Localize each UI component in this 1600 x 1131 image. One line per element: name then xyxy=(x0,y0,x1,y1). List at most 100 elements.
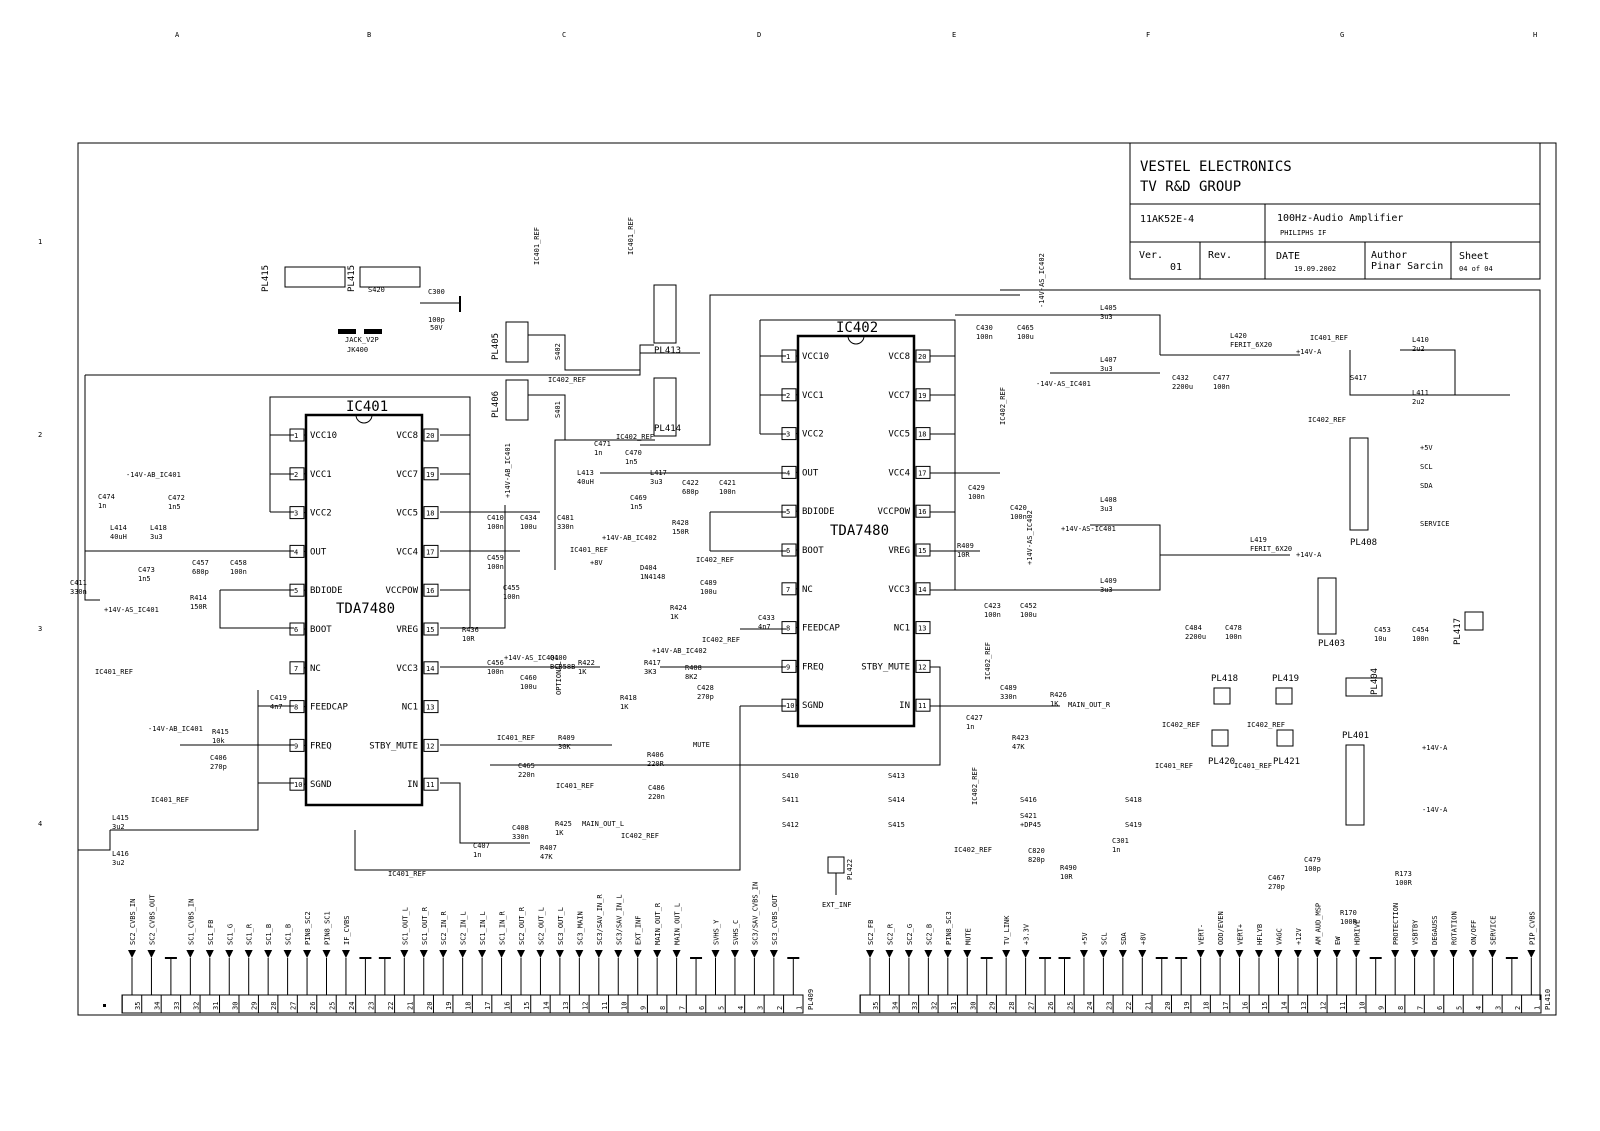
pl410-pins-sig-23: SCL xyxy=(1100,932,1108,945)
part-value-l419: FERIT_6X20 xyxy=(1250,545,1292,553)
part-value-c454: 100n xyxy=(1412,635,1429,643)
pl410-pins-port-32 xyxy=(924,950,933,958)
col-marker-e: E xyxy=(952,31,956,39)
ic401-pin-name-7: NC xyxy=(310,664,321,674)
pl410-pins-num-13: 13 xyxy=(1300,1002,1308,1010)
part-value-c460: 100u xyxy=(520,683,537,691)
pl414-label: PL414 xyxy=(654,424,681,434)
pl409-pins-port-30 xyxy=(225,950,234,958)
date-label: DATE xyxy=(1276,251,1300,262)
part-value-c301: 1n xyxy=(1112,846,1120,854)
part-value-c419: 4n7 xyxy=(270,703,283,711)
s402-label: S402 xyxy=(554,343,562,360)
ic402-pin-num-7: 7 xyxy=(786,586,790,594)
ic402-ref: IC402 xyxy=(836,320,878,336)
net-p14-as-402: +14V-AS_IC402 xyxy=(1026,510,1034,565)
pl404-label: PL404 xyxy=(1370,668,1380,695)
net-m14-as-402: -14V-AS_IC402 xyxy=(1038,253,1046,308)
pl419-label: PL419 xyxy=(1272,674,1299,684)
pl409-pins-port-13 xyxy=(555,950,564,958)
ic402-pin-name-1: VCC10 xyxy=(802,352,829,362)
part-c407: C407 xyxy=(473,842,490,850)
net-p14-ab-401: +14V-AB_IC401 xyxy=(504,443,512,498)
pl410-pins-sig-4: ON/OFF xyxy=(1470,920,1478,945)
part-l409: L409 xyxy=(1100,577,1117,585)
pl409-pins-num-32: 32 xyxy=(192,1002,200,1010)
net-p14-ab-402: +14V-AB_IC402 xyxy=(602,534,657,542)
net-labels: -14V-AB_IC401 -14V-AB_IC401 +14V-AS_IC40… xyxy=(95,217,1348,878)
ic401-pin-14 xyxy=(423,661,439,675)
part-value-l420: FERIT_6X20 xyxy=(1230,341,1272,349)
board-code: 11AK52E-4 xyxy=(1140,214,1194,225)
pl410-pins: 35SC2_FB34SC2_R33SC2_G32SC2_B31PIN8_SC33… xyxy=(859,903,1541,1013)
pl410-pins-num-6: 6 xyxy=(1436,1006,1444,1010)
pl410-pins-sig-17: ODD/EVEN xyxy=(1217,911,1225,945)
ic401-pin-name-13: NC1 xyxy=(402,703,418,713)
pl413-label: PL413 xyxy=(654,346,681,356)
part-c429: C429 xyxy=(968,484,985,492)
right-connectors: PL408 +5V SCL SDA SERVICE PL403 PL404 PL… xyxy=(822,437,1484,909)
sheet-border xyxy=(77,142,1557,1016)
part-c456: C456 xyxy=(487,659,504,667)
ic401-pin-num-16: 16 xyxy=(426,587,434,595)
pl409-pins-sig-24: IF_CVBS xyxy=(343,915,351,945)
ic402-right-pins: 20VCC819VCC718VCC517VCC416VCCPOW15VREG14… xyxy=(861,349,931,712)
part-value-c469: 1n5 xyxy=(630,503,643,511)
pl409-pins-num-1: 1 xyxy=(795,1006,803,1010)
part-r406: R406 xyxy=(647,751,664,759)
part-value-c474: 1n xyxy=(98,502,106,510)
part-value-r407: 47K xyxy=(540,853,553,861)
part-c481: C481 xyxy=(557,514,574,522)
part-c478: C478 xyxy=(1225,624,1242,632)
pl409-pins-port-35 xyxy=(128,950,136,958)
pl410-pins-sig-5: ROTATION xyxy=(1451,911,1459,945)
part-c408: C408 xyxy=(512,824,529,832)
part-value-c427: 1n xyxy=(966,723,974,731)
pl415b-label: PL415 xyxy=(347,265,357,292)
ic401-pin-name-20: VCC8 xyxy=(396,431,418,441)
ic402-pin-name-17: VCC4 xyxy=(888,468,910,478)
ic401-pin-11 xyxy=(423,777,439,791)
ic401-pin-name-11: IN xyxy=(407,780,418,790)
part-c460: C460 xyxy=(520,674,537,682)
part-l407: L407 xyxy=(1100,356,1117,364)
part-l408: L408 xyxy=(1100,496,1117,504)
part-c472: C472 xyxy=(168,494,185,502)
pl409-pins-num-28: 28 xyxy=(270,1002,278,1010)
part-r409b: R409 xyxy=(957,542,974,550)
pl409-pins-port-15 xyxy=(517,950,525,958)
ic401-pin-name-12: STBY_MUTE xyxy=(369,741,418,751)
part-value-c420: 100n xyxy=(1010,513,1027,521)
ic401-pin-num-10: 10 xyxy=(294,781,302,789)
part-r422: R422 xyxy=(578,659,595,667)
part-s415: S415 xyxy=(888,821,905,829)
ic402-pin-name-11: IN xyxy=(899,701,910,711)
ic402-part: TDA7480 xyxy=(830,523,889,539)
part-value-r406: 220R xyxy=(647,760,665,768)
pl410-pins-port-10 xyxy=(1352,950,1361,958)
net-mute: MUTE xyxy=(693,741,710,749)
col-marker-b: B xyxy=(367,31,371,39)
net-ic402-ref-12: IC402_REF xyxy=(1247,721,1285,729)
ic402-pin-num-18: 18 xyxy=(918,431,926,439)
part-value-l405: 3u3 xyxy=(1100,313,1113,321)
ic401-part: TDA7480 xyxy=(336,601,395,617)
pl410-pins-sig-7: VSBTBY xyxy=(1412,919,1420,945)
part-c410: C410 xyxy=(487,514,504,522)
net-ic401-ref-3: IC401_REF xyxy=(388,870,426,878)
part-value-c455: 100n xyxy=(503,593,520,601)
part-r418: R418 xyxy=(620,694,637,702)
ic401-pin-num-12: 12 xyxy=(426,742,434,750)
pl410-pins-port-1 xyxy=(1527,950,1536,958)
pl409-pins-num-17: 17 xyxy=(484,1002,492,1010)
pl410-pins-num-4: 4 xyxy=(1475,1006,1483,1010)
part-value-c457: 680p xyxy=(192,568,209,576)
pl406-label: PL406 xyxy=(491,391,501,418)
pl409-pins-num-18: 18 xyxy=(465,1002,473,1010)
pl401-sig-4: -14V-A xyxy=(1422,806,1448,814)
part-value-c433: 4n7 xyxy=(758,623,771,631)
wiring xyxy=(78,289,1541,1000)
pl420-label: PL420 xyxy=(1208,757,1235,767)
